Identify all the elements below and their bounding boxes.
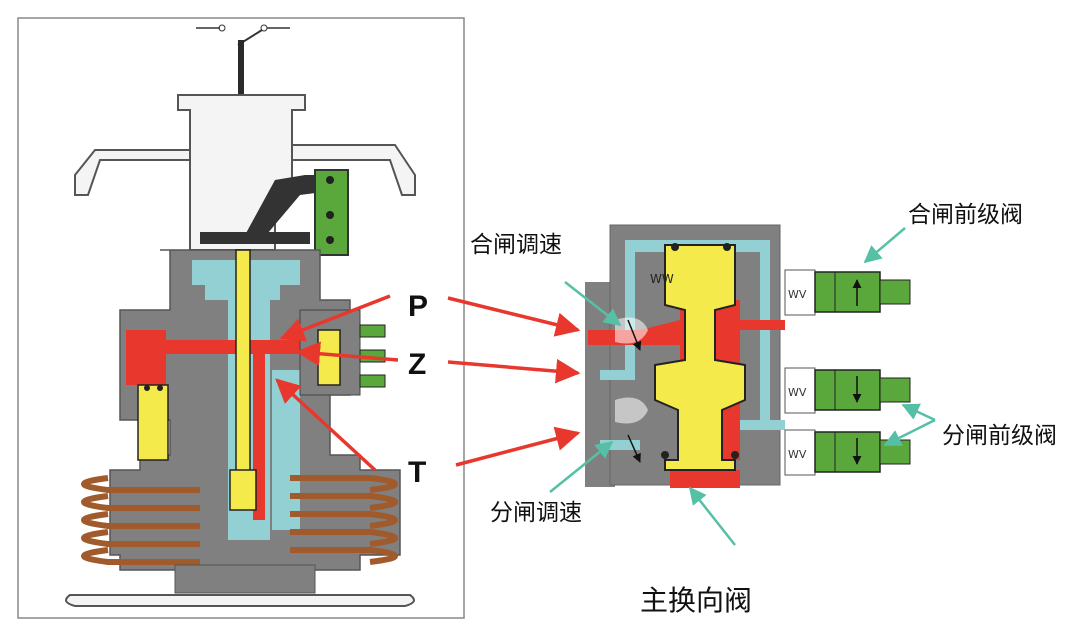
svg-text:WV: WV <box>788 386 807 399</box>
main-valve-label: 主换向阀 <box>640 584 752 617</box>
arrow-t-right <box>455 426 581 467</box>
pressure-accumulator <box>126 330 166 385</box>
arrow-p-left <box>279 294 391 342</box>
svg-text:WV: WV <box>788 448 807 461</box>
closing-pilot-label: 合闸前级阀 <box>908 202 1023 228</box>
arrow-closing-speed <box>564 281 622 327</box>
arrow-closing-pilot <box>863 227 906 264</box>
main-spool <box>654 244 746 471</box>
arrow-opening-pilot-2 <box>883 418 936 447</box>
operating-mechanism-section <box>17 17 465 619</box>
arrow-opening-pilot-1 <box>901 403 936 422</box>
arrow-opening-speed <box>549 440 614 493</box>
opening-pilot-label: 分闸前级阀 <box>942 423 1057 449</box>
port-arrows <box>275 294 581 472</box>
port-z-label: Z <box>408 348 426 381</box>
right-flange <box>291 144 416 196</box>
opening-pilot-valve-1: WV <box>784 367 911 414</box>
disc-spring-stack <box>81 475 398 565</box>
opening-pilot-valve-2: WV <box>784 429 911 476</box>
main-valve-section: WW WV WV WV <box>585 224 911 488</box>
piston-rod <box>235 249 251 486</box>
port-t-label: T <box>408 456 426 489</box>
arrow-t-left <box>275 378 377 472</box>
closing-pilot-valve: WV <box>784 269 911 316</box>
left-flange <box>74 149 191 196</box>
arrow-z-left <box>295 341 399 366</box>
storage-piston <box>137 384 169 461</box>
svg-text:WW: WW <box>650 272 674 286</box>
closing-speed-label: 合闸调速 <box>470 232 562 258</box>
arrow-p-right <box>447 296 581 337</box>
svg-text:WV: WV <box>788 288 807 301</box>
pointer-arrows <box>549 227 936 546</box>
opening-speed-label: 分闸调速 <box>490 500 582 526</box>
base-plate <box>65 594 415 607</box>
arrow-z-right <box>447 358 581 384</box>
port-p-label: P <box>408 290 428 323</box>
arrow-main-valve <box>688 486 736 546</box>
